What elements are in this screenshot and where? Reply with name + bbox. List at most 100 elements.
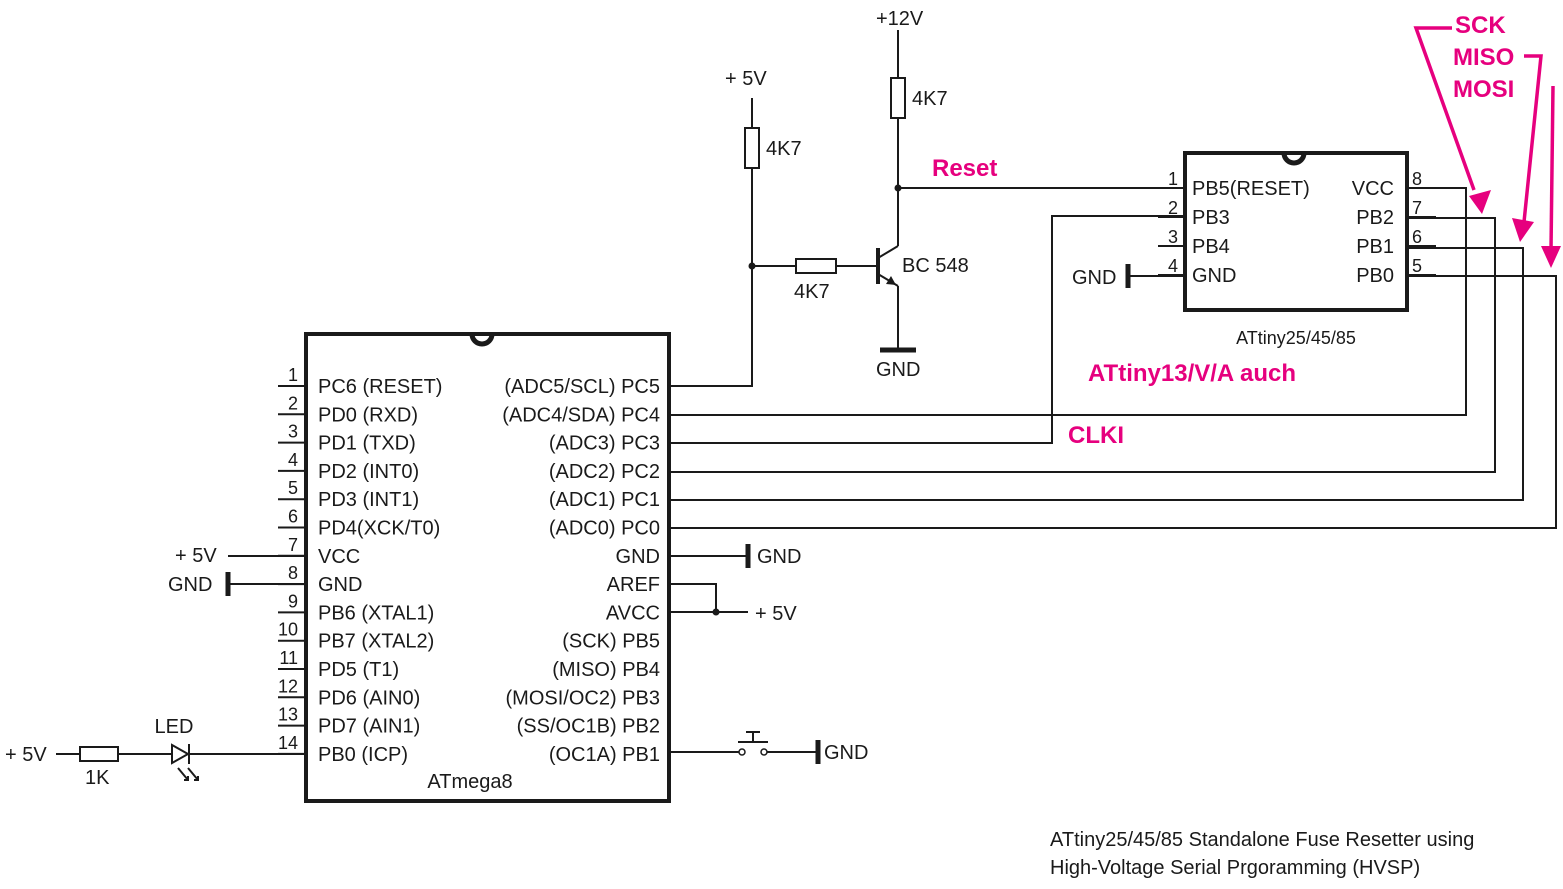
resistors: 4K7 4K7 4K7 1K [79,77,948,789]
gnd-tiny-label: GND [1072,267,1116,289]
gnd-mega-label: GND [757,546,801,568]
wire-pc1-pb1 [669,247,1524,501]
attiny-pin-number: 7 [1412,198,1422,218]
atmega8-pin-number: 4 [288,450,298,470]
annotation-reset: Reset [932,155,997,182]
annotation-sck: SCK [1455,12,1506,39]
supply-labels: +12V + 5V + 5V + 5V + 5V GND GND GND GND… [5,8,1116,766]
button-contact-left [738,748,746,756]
atmega8-pin-label: VCC [318,546,360,568]
supply-5v-top: + 5V [725,68,767,90]
led-ray-1 [177,767,189,781]
annotation-attiny13: ATtiny13/V/A auch [1088,360,1296,387]
arrow-mosi [1549,85,1555,251]
atmega8-pin-label: PD3 (INT1) [318,489,419,511]
atmega8-pin-label: (ADC5/SCL) PC5 [504,376,660,398]
attiny-pin-number: 5 [1412,256,1422,276]
attiny-pin-label: PB2 [1356,207,1394,229]
atmega8-pin-label: (ADC0) PC0 [549,518,660,540]
atmega8-pin-label: AVCC [606,602,660,624]
attiny-name: ATtiny25/45/85 [1236,328,1356,348]
atmega8-pin-label: PB6 (XTAL1) [318,602,434,624]
push-button [738,731,768,756]
attiny-pin-number: 8 [1412,169,1422,189]
resistor-collector-label: 4K7 [912,88,948,110]
atmega8-pin-number: 14 [278,733,298,753]
atmega8-pin-number: 6 [288,507,298,527]
junctions [712,184,902,616]
gnd-pin8-label: GND [168,574,212,596]
atmega8-pin-label: (MISO) PB4 [552,659,660,681]
caption-line1: ATtiny25/45/85 Standalone Fuse Resetter … [1050,829,1474,851]
annotations: Reset CLKI ATtiny13/V/A auch SCK MISO MO… [932,12,1561,449]
atmega8-pin-label: PD5 (T1) [318,659,399,681]
attiny-body [1183,151,1409,312]
wire-pc5 [669,168,753,387]
transistor-collector-leg [877,245,899,259]
atmega8-pin-label: PD6 (AIN0) [318,687,420,709]
atmega8-pin-number: 10 [278,620,298,640]
annotation-clki: CLKI [1068,422,1124,449]
arrow-sck [1413,26,1476,191]
atmega8-pin-label: (SS/OC1B) PB2 [517,716,660,738]
wire-pc3-clki [669,215,1185,444]
resistor-pullup [744,127,760,169]
atmega8-pin-label: (ADC3) PC3 [549,433,660,455]
resistor-led [79,746,119,762]
attiny-chip: ATtiny25/45/85 [1183,151,1409,348]
atmega8-name: ATmega8 [427,771,512,793]
resistor-base-label: 4K7 [794,281,830,303]
transistor-bc548: BC 548 [876,245,969,287]
attiny-pin-label: PB3 [1192,207,1230,229]
led: LED [155,716,199,781]
atmega8-pin-label: (ADC4/SDA) PC4 [502,404,660,426]
arrow-mosi-head [1541,246,1561,268]
wire-aref [669,583,717,612]
wire-pc0-pb0 [669,275,1557,529]
atmega8-pin-label: PD0 (RXD) [318,404,418,426]
atmega8-notch [469,333,495,347]
led-triangle [171,743,191,765]
atmega8-right-pins: (ADC5/SCL) PC5 (ADC4/SDA) PC4 (ADC3) PC3 (A… [502,376,660,766]
junction-base [748,262,756,270]
caption: ATtiny25/45/85 Standalone Fuse Resetter … [1050,829,1474,879]
atmega8-pin-number: 1 [288,365,298,385]
attiny-pin-number: 4 [1168,256,1178,276]
atmega8-body [304,332,671,803]
led-ray-head-1 [184,776,189,781]
attiny-pin-label: PB5(RESET) [1192,178,1310,200]
attiny-pin-number: 6 [1412,227,1422,247]
resistor-pullup-label: 4K7 [766,138,802,160]
supply-12v: +12V [876,8,924,30]
gnd-button-label: GND [824,742,868,764]
atmega8-pin-number: 12 [278,676,298,696]
junction-collector [894,184,902,192]
caption-line2: High-Voltage Serial Prgoramming (HVSP) [1050,857,1420,879]
atmega8-pin-label: PD4(XCK/T0) [318,518,440,540]
attiny-pin-label: GND [1192,265,1236,287]
atmega8-pin-number: 3 [288,422,298,442]
atmega8-pin-label: PD7 (AIN1) [318,716,420,738]
atmega8-pin-number: 9 [288,591,298,611]
led-ray-head-2 [194,776,199,781]
atmega8-pin-label: PD1 (TXD) [318,433,416,455]
atmega8-pin-label: (SCK) PB5 [562,631,660,653]
atmega8-pin-label: (OC1A) PB1 [549,744,660,766]
resistor-base [795,258,837,274]
wires [56,30,1557,764]
atmega8-chip: ATmega8 [304,332,671,803]
atmega8-pin-number: 13 [278,705,298,725]
attiny-pin-number: 1 [1168,169,1178,189]
atmega8-pin-label: PC6 (RESET) [318,376,442,398]
attiny-pin-number: 3 [1168,227,1178,247]
atmega8-pin-label: (ADC2) PC2 [549,461,660,483]
attiny-pin-label: PB1 [1356,236,1394,258]
transistor-emitter-arrow [886,276,896,285]
atmega8-pin-label: GND [318,574,362,596]
arrow-miso [1522,54,1543,223]
supply-5v-led: + 5V [5,744,47,766]
